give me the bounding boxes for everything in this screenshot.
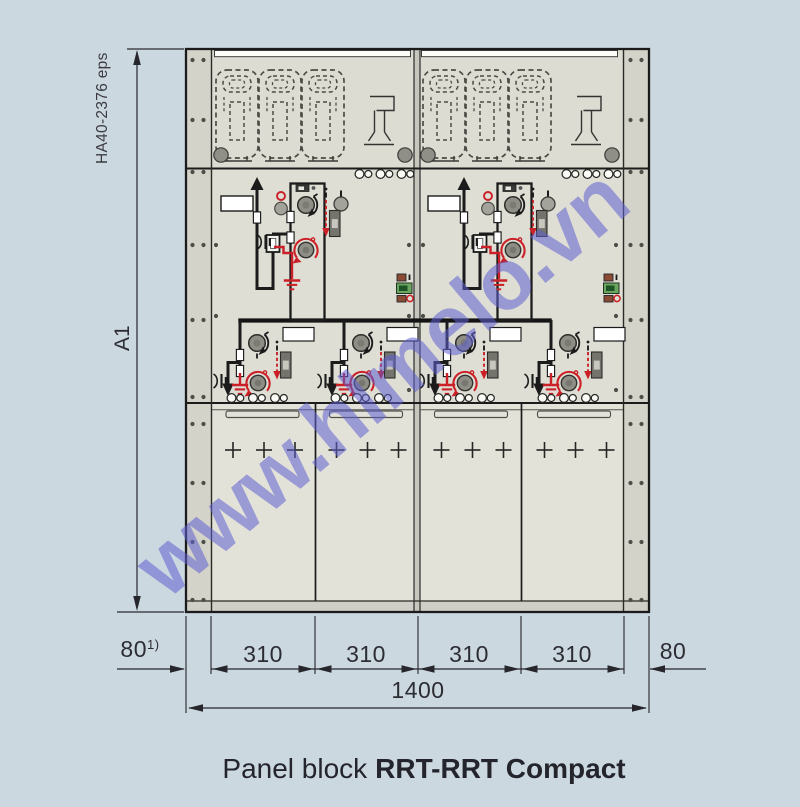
dimension-lines bbox=[117, 48, 706, 713]
caption-panel-type: RRT-RRT Compact bbox=[375, 753, 626, 784]
dimension-left-80-note: 1) bbox=[147, 637, 160, 652]
height-dimension-label: A1 bbox=[111, 325, 134, 351]
caption-prefix: Panel block bbox=[222, 753, 368, 784]
dimension-width-1: 310 bbox=[243, 641, 283, 667]
mimic-section bbox=[214, 170, 626, 403]
cabinet-frame bbox=[184, 47, 651, 614]
dimension-total-1400: 1400 bbox=[391, 677, 445, 703]
dimension-left-80: 801) bbox=[104, 636, 176, 663]
dimension-width-2: 310 bbox=[346, 641, 386, 667]
dimension-left-80-value: 80 bbox=[120, 636, 148, 662]
dimension-width-4: 310 bbox=[552, 641, 592, 667]
dimension-width-3: 310 bbox=[449, 641, 489, 667]
dimension-right-80: 80 bbox=[659, 638, 687, 664]
figure-id-label: HA40-2376 eps bbox=[94, 52, 111, 164]
screws bbox=[190, 57, 644, 603]
